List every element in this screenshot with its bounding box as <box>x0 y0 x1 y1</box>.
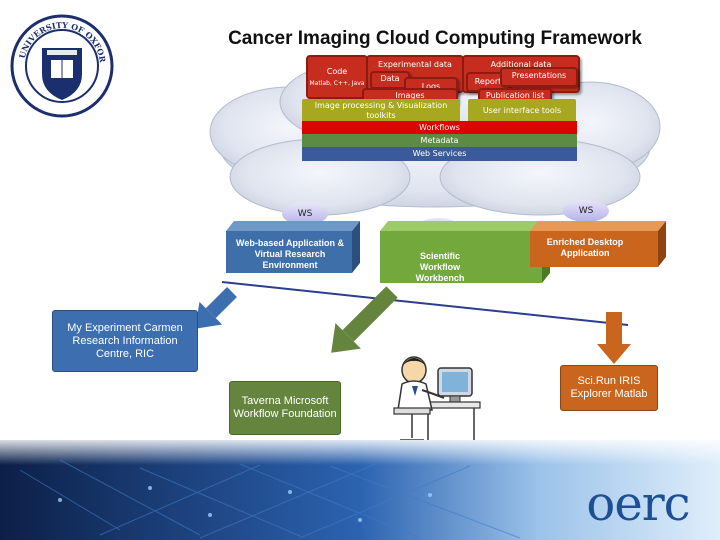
ws-left-label: WS <box>282 203 328 225</box>
user-interface-tools-box: User interface tools <box>468 99 576 123</box>
page-title: Cancer Imaging Cloud Computing Framework <box>228 28 642 49</box>
presentations-box: Presentations <box>500 67 578 87</box>
desktop-environment-label: Enriched Desktop Application <box>546 237 624 258</box>
workflows-band: Workflows <box>302 121 577 135</box>
code-box: Code Matlab, C++, Java <box>306 55 368 99</box>
image-processing-label: Image processing & Visualization toolkit… <box>314 101 448 120</box>
oxford-seal-logo: UNIVERSITY OF OXFORD <box>10 14 114 118</box>
arrow-left-icon <box>195 287 237 329</box>
environment-boxes-3d <box>226 221 666 283</box>
logs-label: Logs <box>421 82 441 91</box>
oerc-logo: oerc <box>586 476 690 532</box>
footer-banner <box>0 440 720 540</box>
experimental-data-label: Experimental data <box>378 60 452 69</box>
person-at-computer-icon <box>393 356 481 441</box>
workflow-environment-label: Scientific Workflow Workbench <box>415 251 465 283</box>
scirun-note: Sci.Run IRIS Explorer Matlab <box>560 365 658 411</box>
report-label: Report <box>474 77 502 86</box>
publication-list-label: Publication list <box>485 91 545 100</box>
user-interface-tools-label: User interface tools <box>482 106 562 115</box>
code-label: Code <box>326 67 348 76</box>
arrow-center-icon <box>331 286 398 353</box>
arrow-right-icon <box>597 312 631 364</box>
web-services-band: Web Services <box>302 147 577 161</box>
ws-right-label: WS <box>563 200 609 222</box>
web-environment-label: Web-based Application & Virtual Research… <box>235 238 344 270</box>
images-label: Images <box>395 91 425 100</box>
presentations-label: Presentations <box>511 71 567 80</box>
image-processing-box: Image processing & Visualization toolkit… <box>302 99 460 123</box>
data-label: Data <box>380 74 400 83</box>
metadata-band: Metadata <box>302 134 577 148</box>
additional-data-label: Additional data <box>490 60 552 69</box>
taverna-note: Taverna Microsoft Workflow Foundation <box>229 381 341 435</box>
code-languages: Matlab, C++, Java <box>309 80 365 87</box>
my-experiment-note: My Experiment Carmen Research Informatio… <box>52 310 198 372</box>
